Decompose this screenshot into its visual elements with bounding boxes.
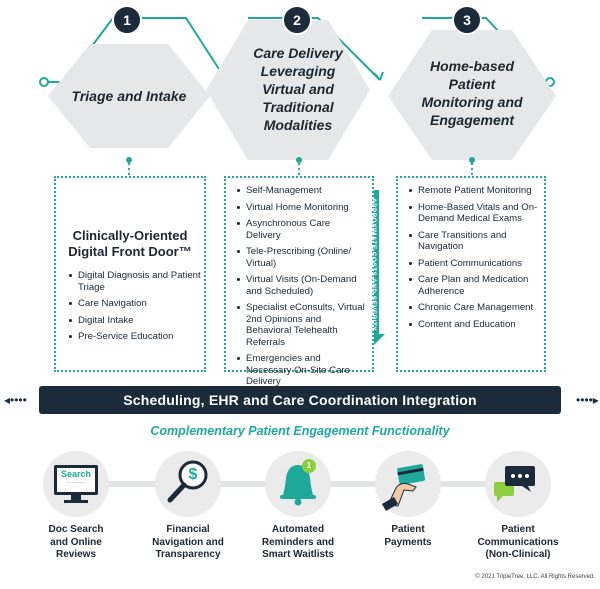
feature-label-payments: Patient Payments: [384, 524, 432, 548]
card-payment-icon: [381, 464, 426, 511]
list-item: Emergencies and Necessary On-Site Care D…: [237, 353, 366, 388]
step-1-title: Triage and Intake: [71, 88, 187, 104]
box1-list: Digital Diagnosis and Patient Triage Car…: [64, 270, 210, 348]
digital-front-door-title: Clinically-Oriented Digital Front Door™: [68, 228, 192, 259]
step-3-title: Home-based Patient Monitoring and Engage…: [421, 58, 523, 128]
complementary-subtitle: Complementary Patient Engagement Functio…: [150, 424, 450, 438]
copyright-notice: © 2021 TripleTree, LLC. All Rights Reser…: [475, 574, 595, 580]
list-item: Patient Communications: [409, 258, 552, 270]
hex-to-box-connectors: [128, 163, 473, 176]
list-item: Digital Diagnosis and Patient Triage: [69, 270, 210, 293]
step-2-title: Care Delivery Leveraging Virtual and Tra…: [253, 45, 343, 133]
box-care-delivery: Self-Management Virtual Home Monitoring …: [224, 176, 374, 387]
list-item: Virtual Home Monitoring: [237, 202, 366, 214]
box3-list: Remote Patient Monitoring Home-Based Vit…: [404, 185, 552, 335]
feature-label-reminders: Automated Reminders and Smart Waitlists: [261, 524, 335, 560]
search-monitor-icon: [54, 465, 98, 503]
search-screen-subtext: ...........: [66, 479, 86, 485]
box2-list: Self-Management Virtual Home Monitoring …: [232, 185, 366, 393]
dollar-glyph: $: [188, 466, 198, 483]
list-item: Asynchronous Care Delivery: [237, 218, 366, 241]
list-item: Chronic Care Management: [409, 302, 552, 314]
step-number-circles: [112, 5, 482, 35]
right-arrow-icon: ••••▸: [576, 393, 599, 407]
bell-icon: [280, 459, 316, 506]
feature-label-communications: Patient Communications (Non-Clinical): [477, 524, 559, 560]
integration-band: Scheduling, EHR and Care Coordination In…: [39, 386, 561, 414]
list-item: Virtual Visits (On-Demand and Scheduled): [237, 274, 366, 297]
list-item: Specialist eConsults, Virtual 2nd Opinio…: [237, 302, 365, 348]
cost-severity-label: APPROXIMATE COSTS AND SEVERITY: [370, 198, 377, 331]
list-item: Pre-Service Education: [69, 331, 210, 343]
hexagons: [48, 20, 556, 160]
list-item: Self-Management: [237, 185, 366, 197]
list-item: Care Navigation: [69, 298, 210, 310]
chat-bubbles-icon: [494, 466, 535, 502]
box-triage-intake: Clinically-Oriented Digital Front Door™ …: [54, 176, 206, 372]
step-number-1: 1: [123, 12, 131, 28]
list-item: Home-Based Vitals and On-Demand Medical …: [409, 202, 552, 225]
list-item: Care Plan and Medication Adherence: [409, 274, 552, 297]
step-number-3: 3: [463, 12, 471, 28]
bell-badge: 1: [306, 461, 312, 470]
feature-label-doc-search: Doc Search and Online Reviews: [48, 524, 104, 560]
list-item: Care Transitions and Navigation: [409, 230, 552, 253]
list-item: Content and Education: [409, 319, 552, 331]
list-item: Digital Intake: [69, 315, 210, 327]
feature-label-financial: Financial Navigation and Transparency: [152, 524, 224, 560]
box-home-monitoring: Remote Patient Monitoring Home-Based Vit…: [396, 176, 546, 372]
step-number-2: 2: [293, 12, 301, 28]
list-item: Tele-Prescribing (Online/ Virtual): [237, 246, 366, 269]
search-screen-text: Search: [60, 469, 92, 479]
left-arrow-icon: ◂••••: [4, 393, 27, 407]
dollar-magnifier-icon: [167, 460, 208, 503]
list-item: Remote Patient Monitoring: [409, 185, 552, 197]
